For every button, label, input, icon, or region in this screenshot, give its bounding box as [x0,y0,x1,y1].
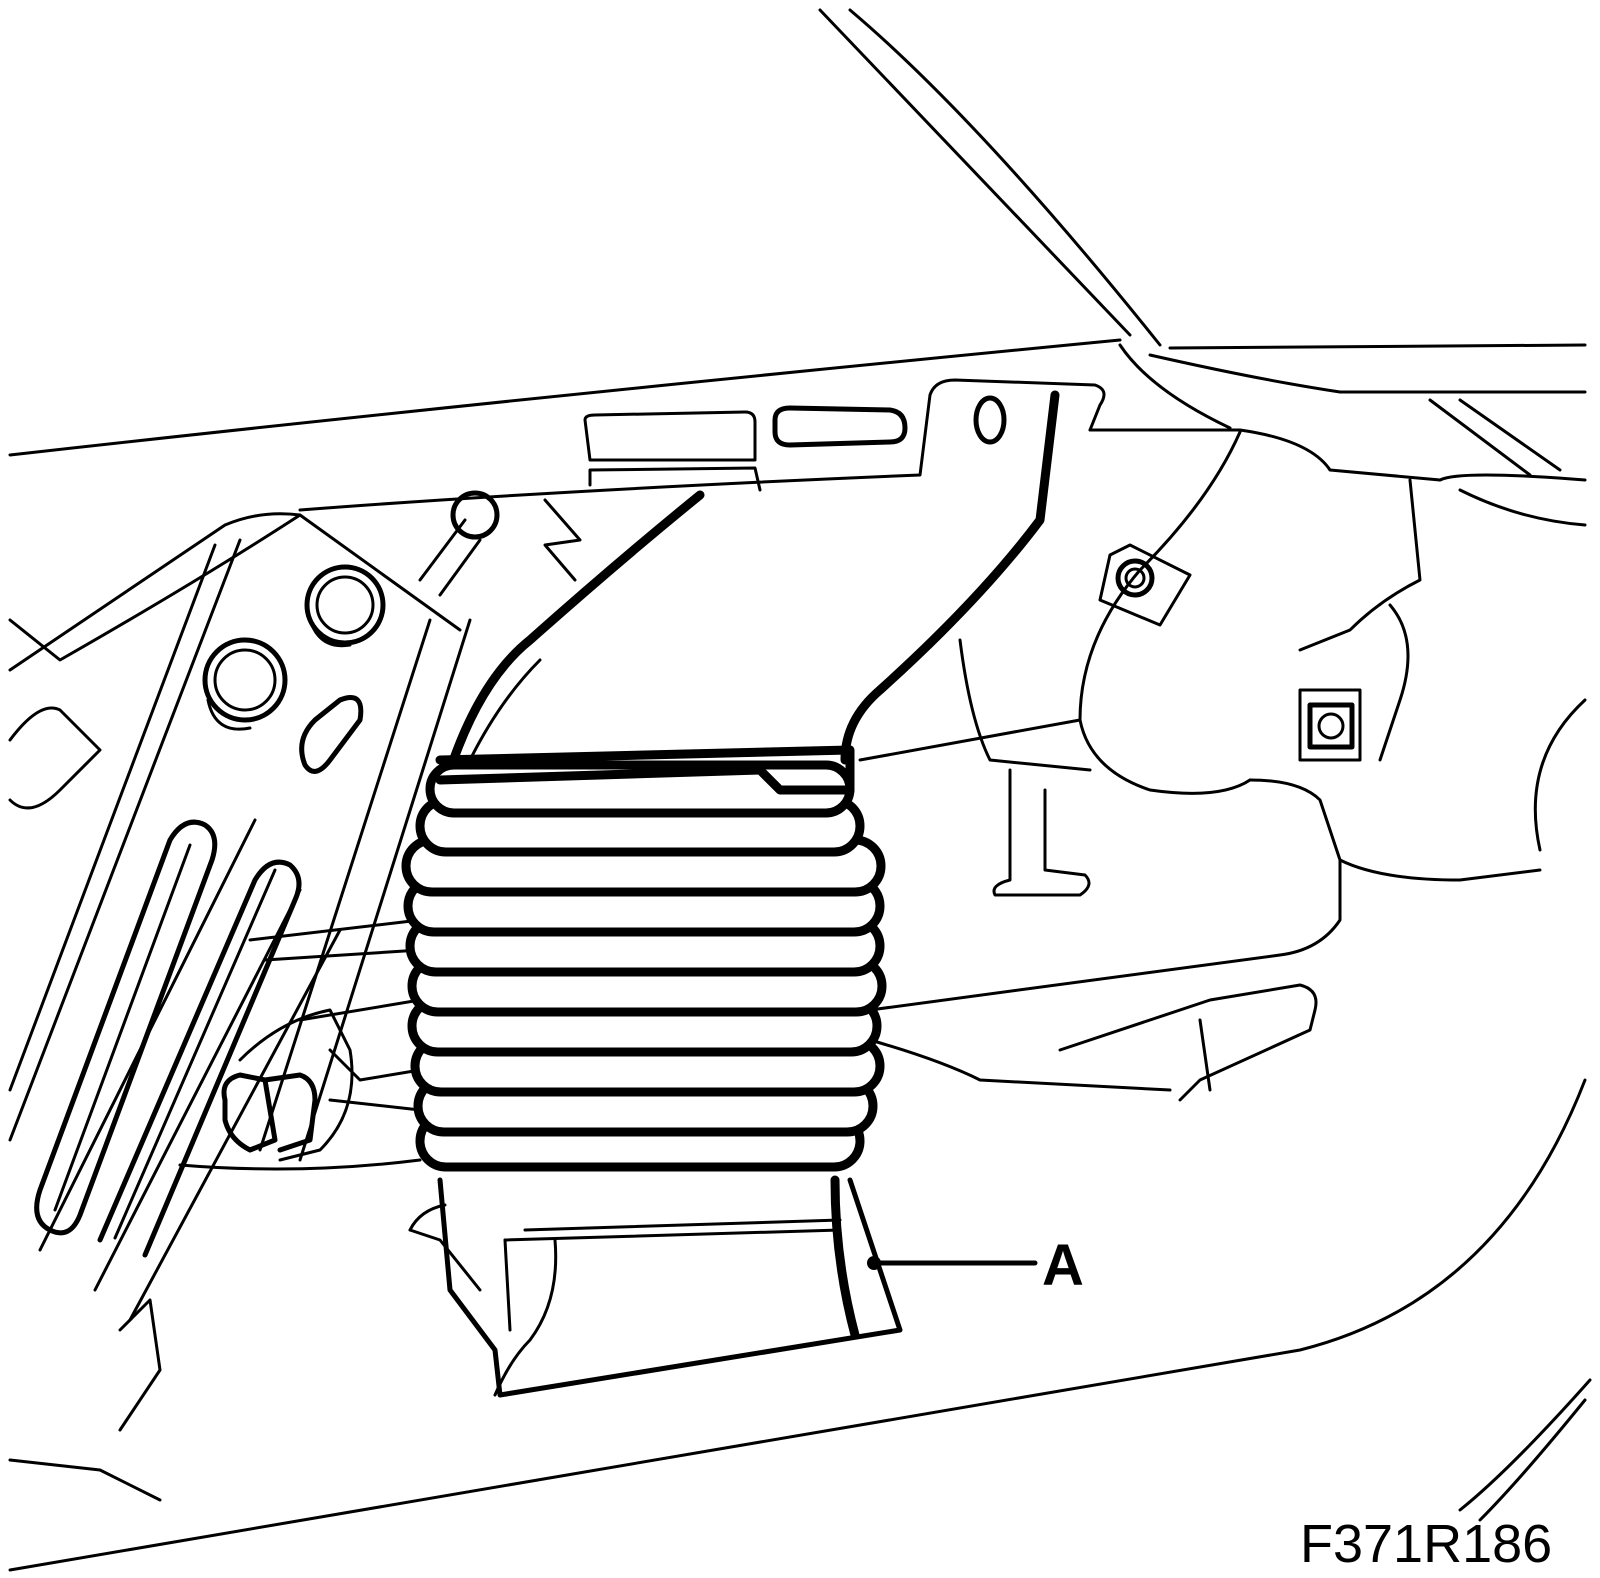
upper-bracket [298,378,1106,582]
electrical-connector [178,918,422,1171]
figure-id: F371R186 [1300,1514,1552,1574]
hose-elbow [445,390,1060,775]
hose-bellows [401,745,887,1172]
callout-a-label: A [1042,1233,1084,1298]
hose-lower-duct [408,1175,903,1398]
body-panel-lines [8,8,1592,1572]
callout-a: A [867,1233,1084,1298]
left-mounting-bracket [8,490,500,1322]
bolt-upper [304,564,386,648]
bolt-lower [202,637,288,731]
right-side-components [858,428,1542,1102]
